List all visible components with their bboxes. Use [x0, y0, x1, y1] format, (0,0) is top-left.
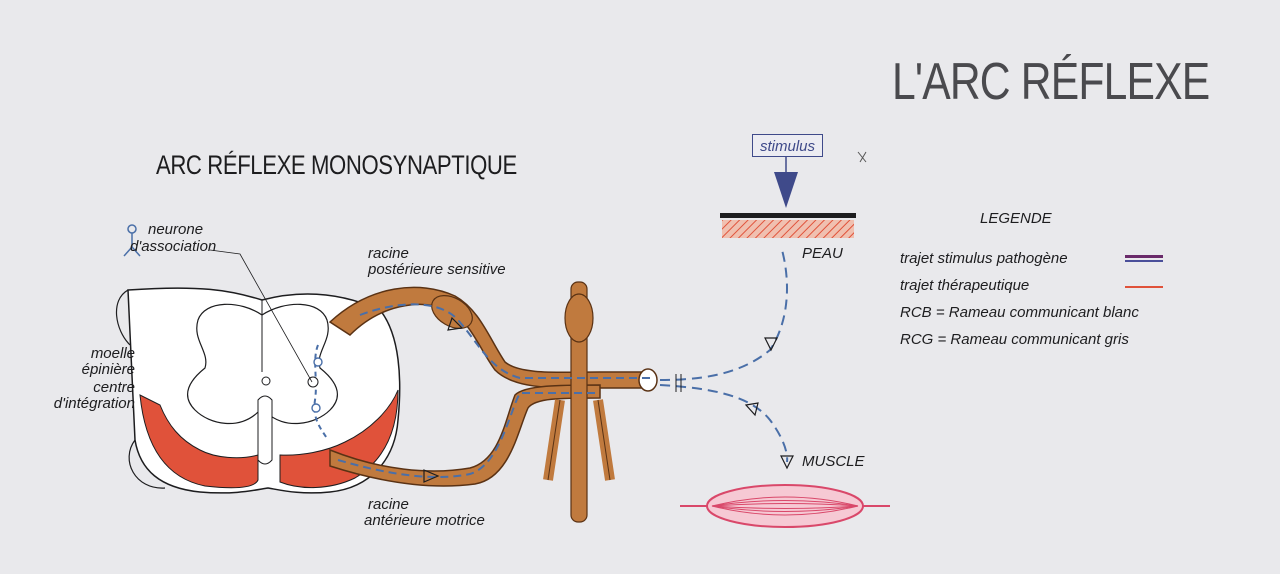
- stimulus-label: stimulus: [752, 134, 823, 157]
- legend-swatch-stimulus-top: [1125, 255, 1163, 258]
- label-racine-anterieure-1: racine: [368, 496, 409, 513]
- diagram-subtitle: ARC RÉFLEXE MONOSYNAPTIQUE: [156, 150, 517, 180]
- legend-swatch-stimulus: [1125, 260, 1163, 262]
- sympathetic-trunk: [543, 281, 615, 523]
- label-moelle-1: moelle: [90, 345, 135, 362]
- legend-item-therapeutique: trajet thérapeutique: [900, 277, 1030, 294]
- page-title: L'ARC RÉFLEXE: [892, 53, 1210, 111]
- skin: [720, 157, 856, 238]
- label-racine-posterieure-2: postérieure sensitive: [368, 261, 506, 278]
- neural-pathway: [307, 249, 794, 483]
- neuron-icon: [123, 224, 141, 257]
- label-racine-anterieure-2: antérieure motrice: [364, 512, 485, 529]
- legend-title: LEGENDE: [980, 210, 1052, 227]
- legend-item-stimulus: trajet stimulus pathogène: [900, 250, 1068, 267]
- label-association: d'association: [130, 238, 217, 255]
- label-peau: PEAU: [802, 245, 843, 262]
- legend-item-rcg: RCG = Rameau communicant gris: [900, 331, 1129, 348]
- label-centre-2: d'intégration: [53, 395, 135, 412]
- legend-swatch-therapeutique: [1125, 286, 1163, 288]
- label-muscle: MUSCLE: [802, 453, 865, 470]
- label-racine-posterieure-1: racine: [368, 245, 409, 262]
- legend-item-rcb: RCB = Rameau communicant blanc: [900, 304, 1139, 321]
- label-moelle-2: épinière: [81, 361, 135, 378]
- label-centre-1: centre: [93, 379, 135, 396]
- label-neurone: neurone: [148, 221, 204, 238]
- spinal-cord: [115, 287, 401, 494]
- muscle-icon: [680, 484, 890, 528]
